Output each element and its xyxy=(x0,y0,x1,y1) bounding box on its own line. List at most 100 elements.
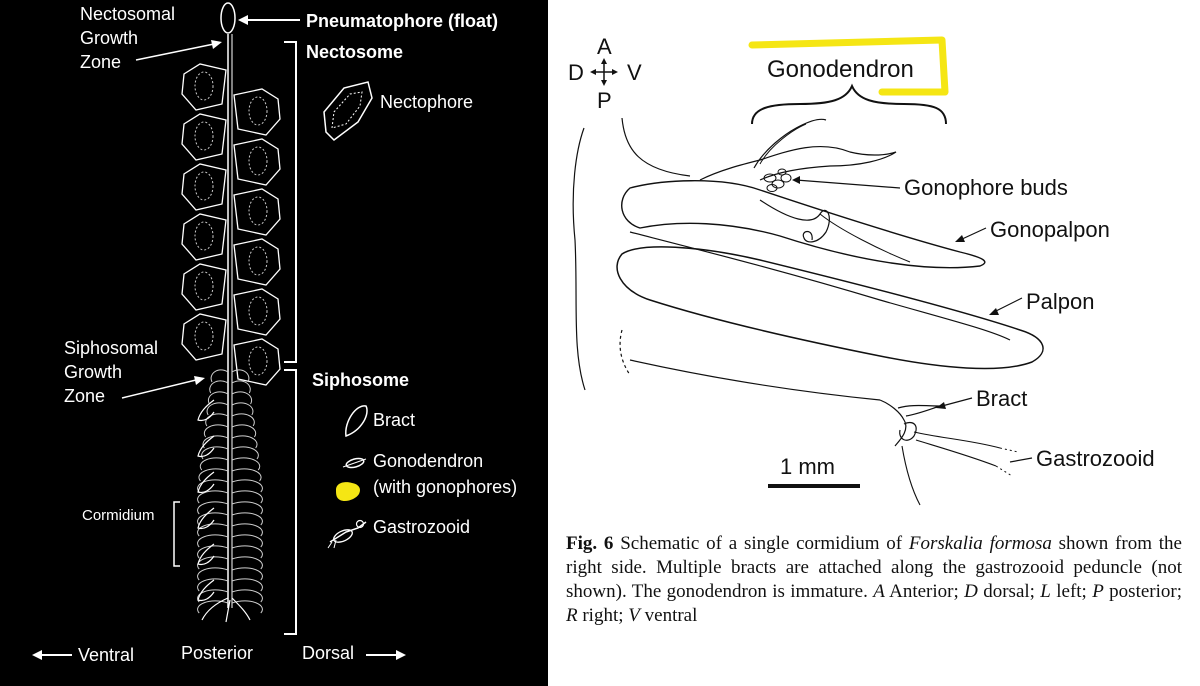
pneumatophore-arrowhead xyxy=(238,15,248,25)
body-outline-left xyxy=(572,127,586,391)
nectophore-inner xyxy=(194,221,214,251)
dorsal-arrowhead xyxy=(396,650,406,660)
gastrozooid-shape xyxy=(197,435,215,458)
siphosome-appendage xyxy=(197,556,229,570)
palpon-label: Palpon xyxy=(1026,289,1095,314)
nectophore-inner xyxy=(248,346,268,376)
siphosome-column xyxy=(197,369,263,623)
bract-icon xyxy=(345,405,368,438)
nectophore-shape xyxy=(233,338,281,386)
dorsal-label: Dorsal xyxy=(302,643,354,663)
nectophore-inner xyxy=(248,196,268,226)
gonodendron-branch-1 xyxy=(699,145,897,181)
nectophore-shape xyxy=(181,113,227,161)
palpon-arrowhead xyxy=(989,308,999,315)
siphosome-appendage xyxy=(198,468,229,482)
gonophore-highlight-mark xyxy=(336,482,361,502)
gastrozooid-leader xyxy=(1009,457,1033,463)
siphosome-appendage xyxy=(210,369,229,383)
cormidium-bracket xyxy=(173,501,180,567)
pneumatophore-label: Pneumatophore (float) xyxy=(306,11,498,31)
nectophore-inner xyxy=(194,171,214,201)
gastrozooid-tentacle-dashes xyxy=(995,447,1019,477)
orientation-compass xyxy=(590,58,618,86)
gastrozooid-shape xyxy=(197,399,215,422)
caption-abbr-v: V xyxy=(628,605,640,626)
gonopalpon-tentacle xyxy=(759,199,830,243)
caption-text-8: ventral xyxy=(639,605,698,626)
gonophore-buds-leader xyxy=(795,179,901,189)
tentacle-extension xyxy=(819,213,911,263)
siphosome-appendage xyxy=(197,501,229,515)
nectophore-inner xyxy=(248,96,268,126)
gonophore-buds-label: Gonophore buds xyxy=(904,175,1068,200)
nectophore-shape xyxy=(181,163,227,211)
scale-label: 1 mm xyxy=(780,454,835,479)
ventral-label: Ventral xyxy=(78,645,134,665)
nectophore-inner xyxy=(248,246,268,276)
caption-text-6: posterior; xyxy=(1103,581,1182,602)
pneumatophore-shape xyxy=(220,2,236,34)
caption-text-5: left; xyxy=(1050,581,1093,602)
gonophore-buds-arrowhead xyxy=(792,176,800,184)
nectophore-shape xyxy=(233,238,281,286)
nectophore-shape xyxy=(233,88,281,136)
siphosome-appendage xyxy=(231,501,263,515)
siphosome-appendage xyxy=(231,413,255,427)
siphosome-appendage xyxy=(197,567,229,581)
nectosomal-arrowhead xyxy=(211,40,222,49)
siphosome-appendage xyxy=(197,512,229,526)
caption-text-4: dorsal; xyxy=(977,581,1041,602)
caption-fig-number: Fig. 6 xyxy=(566,533,614,554)
nectosome-label: Nectosome xyxy=(306,42,403,62)
figure-caption: Fig. 6 Schematic of a single cormidium o… xyxy=(566,532,1182,628)
gastrozooid-icon xyxy=(327,519,367,549)
cormidium-label: Cormidium xyxy=(82,507,155,524)
siphosome-appendage xyxy=(231,512,263,526)
siphosome-appendage xyxy=(231,446,259,460)
gonodendron-label: Gonodendron xyxy=(373,451,483,471)
nectophore-shape xyxy=(181,263,227,311)
palpon-leader xyxy=(993,297,1023,313)
gonodendron-title: Gonodendron xyxy=(767,56,914,83)
siphosome-appendage xyxy=(231,391,253,405)
nectophore-icon xyxy=(323,81,373,141)
compass-v: V xyxy=(627,60,642,85)
caption-abbr-l: L xyxy=(1040,581,1051,602)
siphosome-appendage xyxy=(197,600,229,614)
siphosome-appendage xyxy=(207,391,229,405)
siphosome-appendage xyxy=(231,380,251,394)
siphosomal-arrowhead xyxy=(194,376,205,385)
siphosome-appendage xyxy=(231,523,263,537)
siphonophore-colony-diagram: Pneumatophore (float) Nectosome Nectopho… xyxy=(0,0,548,686)
bract-leader xyxy=(941,397,973,407)
nectophore-shape xyxy=(233,288,281,336)
caption-abbr-d: D xyxy=(964,581,978,602)
gonodendron-icon xyxy=(342,457,367,469)
siphosome-label: Siphosome xyxy=(312,370,409,390)
siphosome-appendage xyxy=(231,545,263,559)
compass-d: D xyxy=(568,60,584,85)
caption-abbr-p: P xyxy=(1092,581,1104,602)
siphosome-appendage xyxy=(231,556,263,570)
bract-label-right: Bract xyxy=(976,386,1027,411)
gonodendron-branch-3 xyxy=(759,123,807,165)
gastrozooid-base xyxy=(899,421,917,441)
palpon-shape xyxy=(616,246,1044,370)
gonodendron-brace xyxy=(751,83,947,125)
siphosome-appendage xyxy=(209,380,229,394)
siphosome-appendage xyxy=(197,523,229,537)
caption-text-7: right; xyxy=(577,605,629,626)
gonopalpon-shape xyxy=(621,180,986,269)
siphosome-appendage xyxy=(231,468,262,482)
siphosome-appendage xyxy=(197,545,229,559)
nectophore-inner xyxy=(194,121,214,151)
siphosome-appendage xyxy=(231,479,263,493)
siphosome-appendage xyxy=(231,435,258,449)
siphosome-appendage xyxy=(231,424,257,438)
gastrozooid-shape xyxy=(197,507,215,530)
siphosome-appendage xyxy=(231,369,250,383)
gastrozooid-shape xyxy=(197,471,215,494)
nectophore-label: Nectophore xyxy=(380,92,473,112)
